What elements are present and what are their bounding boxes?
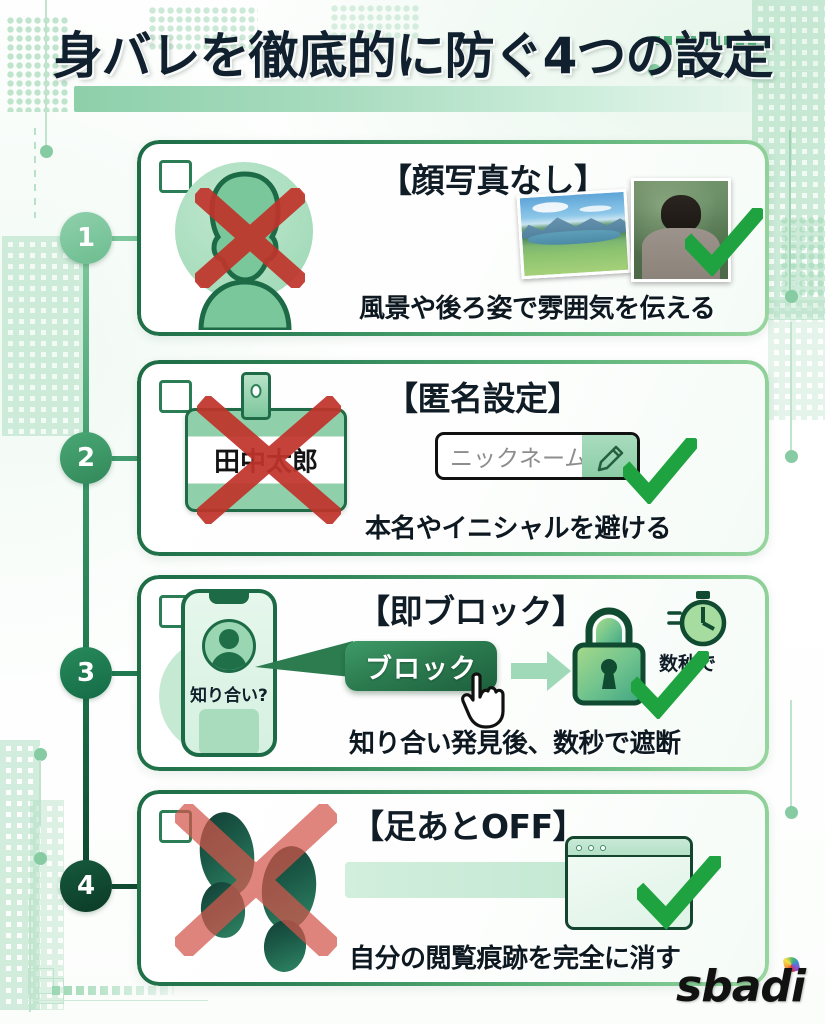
red-x-icon — [175, 804, 337, 956]
timeline-node-1[interactable]: 1 — [60, 212, 112, 264]
timeline-node-3-label: 3 — [76, 658, 96, 688]
deco-vline-right-2 — [790, 322, 792, 454]
card-3-heading: 【即ブロック】 — [357, 592, 585, 631]
green-check-icon — [637, 856, 721, 930]
deco-dot-right-3 — [785, 806, 798, 819]
block-button-label: ブロック — [365, 653, 477, 685]
card-instant-block[interactable]: 知り合い? 【即ブロック】 ブロック — [137, 575, 769, 771]
nickname-input[interactable]: ニックネーム — [435, 432, 640, 480]
browsing-trace-bar — [345, 862, 573, 898]
green-check-icon — [685, 208, 763, 276]
badge-clip-icon — [241, 372, 271, 420]
timeline-node-2[interactable]: 2 — [60, 432, 112, 484]
timeline-segment-1 — [83, 262, 89, 462]
deco-dot-grid-right-lower — [780, 216, 825, 296]
brand-logo: sbadi — [676, 961, 806, 1012]
card-anonymous-setting[interactable]: 田中太郎 【匿名設定】 ニックネーム 本名やイニシャルを避ける — [137, 360, 769, 556]
timeline-node-2-label: 2 — [76, 443, 96, 473]
red-x-icon — [197, 396, 341, 524]
timeline-node-1-label: 1 — [76, 223, 96, 253]
card-no-face-photo[interactable]: 【顔写真なし】 風景や後ろ姿で雰囲気を伝える — [137, 140, 769, 336]
deco-dot-right-1 — [785, 290, 798, 303]
timeline-segment-2 — [83, 452, 89, 658]
card-4-heading: 【足あとOFF】 — [351, 807, 586, 846]
title-text: 身バレを徹底的に防ぐ4つの設定 — [52, 27, 774, 85]
page-title: 身バレを徹底的に防ぐ4つの設定 — [0, 27, 825, 112]
card-4-caption: 自分の閲覧痕跡を完全に消す — [349, 944, 681, 974]
title-underline-bar — [74, 86, 752, 112]
card-1-caption: 風景や後ろ姿で雰囲気を伝える — [359, 294, 716, 324]
timeline-node-4[interactable]: 4 — [60, 860, 112, 912]
timeline-segment-3 — [83, 648, 89, 862]
deco-vline-right-3 — [790, 700, 792, 810]
phone-icon: 知り合い? — [181, 589, 277, 757]
pencil-icon — [597, 445, 624, 472]
card-footprint-off[interactable]: 【足あとOFF】 自分の閲覧痕跡を完全に消す — [137, 790, 769, 986]
cursor-hand-icon — [461, 672, 505, 729]
timeline-node-4-label: 4 — [76, 871, 96, 901]
arrow-right-icon — [511, 651, 571, 691]
browser-titlebar — [568, 839, 690, 857]
card-2-checkbox[interactable] — [159, 380, 192, 413]
padlock-icon — [572, 607, 646, 706]
phone-content-placeholder — [199, 709, 259, 753]
deco-vline-right-mid — [790, 110, 792, 166]
nickname-placeholder: ニックネーム — [450, 446, 588, 472]
card-3-caption: 知り合い発見後、数秒で遮断 — [349, 729, 681, 759]
green-check-icon — [623, 438, 697, 504]
red-x-icon — [195, 188, 305, 288]
phone-label: 知り合い? — [190, 686, 268, 706]
card-1-checkbox[interactable] — [159, 160, 192, 193]
deco-square-grid-right-lower — [768, 300, 825, 420]
green-check-icon — [631, 651, 709, 719]
timeline-node-3[interactable]: 3 — [60, 647, 112, 699]
pointer-wedge — [255, 641, 353, 677]
card-2-heading: 【匿名設定】 — [385, 379, 581, 418]
timeline-arm-1 — [112, 236, 144, 241]
stopwatch-icon — [667, 591, 727, 647]
avatar-icon — [202, 619, 256, 673]
timeline-arm-4 — [112, 884, 144, 889]
timeline-arm-3 — [112, 671, 144, 676]
landscape-photo-icon — [516, 188, 632, 280]
timeline: 1 2 3 4 — [0, 0, 160, 1024]
deco-vline-right-long — [789, 130, 791, 298]
deco-dot-right-2 — [785, 450, 798, 463]
card-2-caption: 本名やイニシャルを避ける — [365, 514, 672, 544]
timeline-arm-2 — [112, 456, 144, 461]
phone-notch — [209, 593, 249, 604]
